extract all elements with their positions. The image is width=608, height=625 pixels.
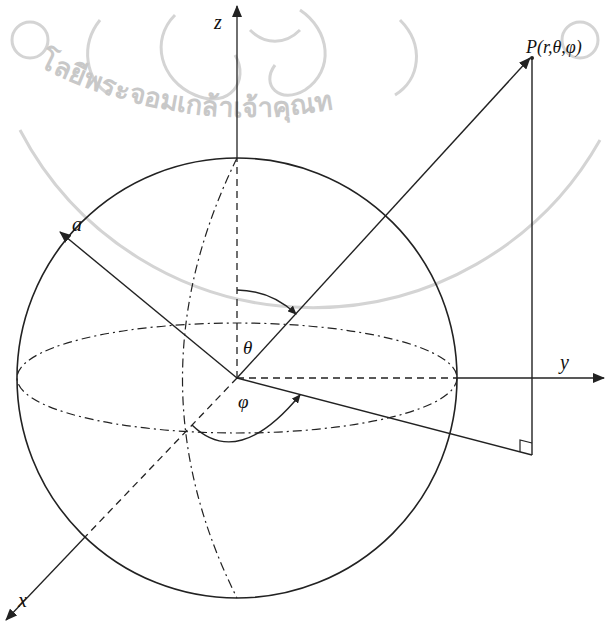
theta-arc: [237, 290, 296, 314]
watermark-text: โลยีพระจอมเกล้าเจ้าคุณท: [35, 42, 335, 124]
axis-label: y: [560, 352, 569, 372]
watermark-emblem: [12, 10, 600, 308]
z-axis-inner: [236, 158, 237, 378]
watermark-text: โลยีพระจอมเกล้าเจ้าคุณท: [35, 42, 335, 124]
axis-label: x: [18, 590, 27, 610]
x-axis: [6, 536, 86, 620]
angle-label: φ: [238, 392, 249, 411]
position-vector: [237, 58, 530, 378]
y-axis-inner: [237, 377, 457, 378]
meridian-curve: [183, 158, 238, 598]
projection-line: [237, 378, 532, 455]
radius-line: [60, 232, 237, 378]
point-label: P(r,θ,φ): [526, 38, 582, 56]
y-axis: [457, 377, 604, 378]
right-angle-mark: [520, 440, 532, 452]
radius-label: a: [72, 214, 82, 234]
angle-label: θ: [243, 338, 252, 357]
point-p: [530, 56, 534, 60]
z-axis: [236, 6, 237, 158]
x-axis-inner: [86, 378, 237, 536]
projection-vertical: [531, 58, 532, 455]
axis-label: z: [214, 12, 222, 32]
